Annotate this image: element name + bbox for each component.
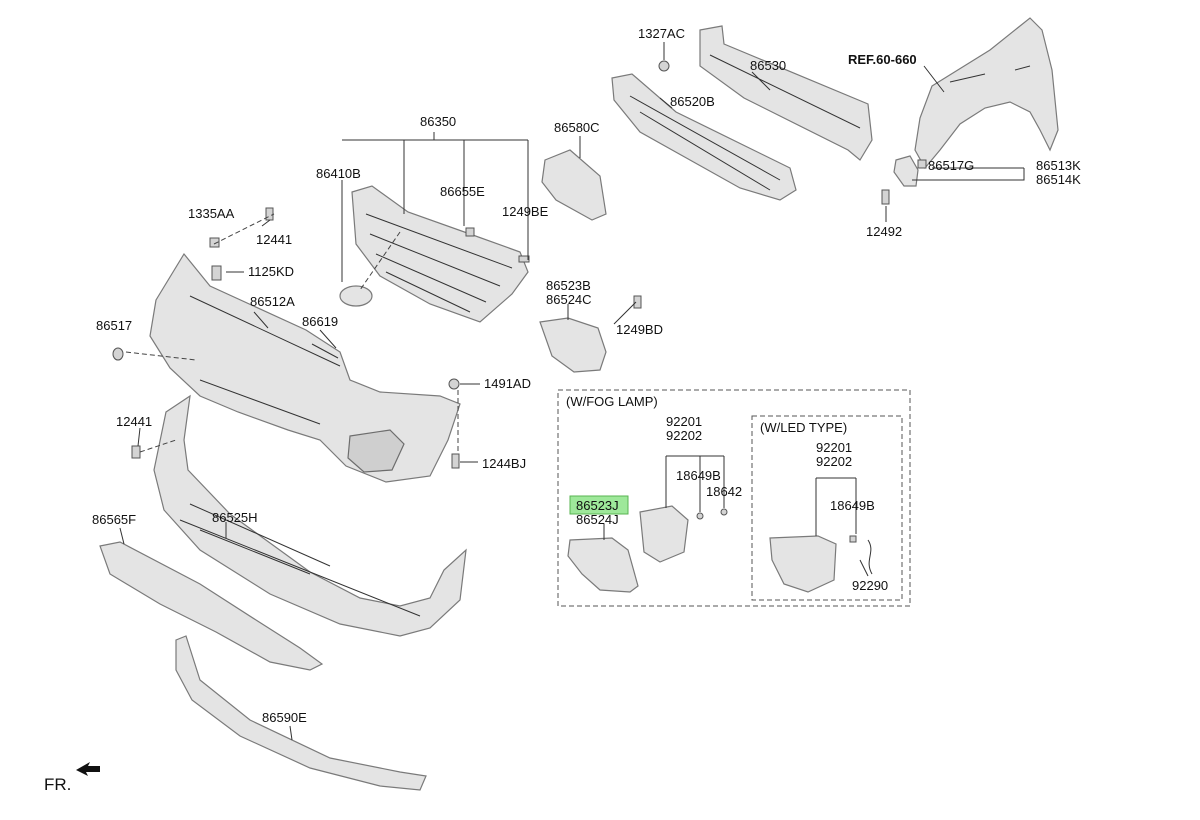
label-1244BJ: 1244BJ	[482, 456, 526, 471]
fascia-edge	[189, 295, 341, 425]
label-w-led-type: (W/LED TYPE)	[760, 420, 847, 435]
label-1491AD: 1491AD	[484, 376, 531, 391]
front-arrow-icon	[76, 762, 100, 776]
label-86580C: 86580C	[554, 120, 600, 135]
absorber-ribs	[629, 95, 781, 191]
plug-86517[interactable]	[112, 347, 124, 361]
label-1125KD: 1125KD	[248, 264, 294, 279]
screw-12441-a[interactable]	[265, 207, 274, 221]
emblem[interactable]	[339, 285, 373, 307]
clip-86517G[interactable]	[917, 159, 927, 169]
fender-detail	[949, 65, 1031, 83]
fog-cover-upper[interactable]	[539, 317, 607, 373]
label-fog-18649B: 18649B	[676, 468, 721, 483]
label-86619: 86619	[302, 314, 338, 329]
nut-1327AC[interactable]	[658, 60, 670, 72]
label-w-fog-lamp: (W/FOG LAMP)	[566, 394, 658, 409]
screw-1249BD[interactable]	[633, 295, 642, 309]
highlight-86523J	[569, 495, 629, 515]
label-86514K: 86514K	[1036, 172, 1081, 187]
label-86524C: 86524C	[546, 292, 592, 307]
led-type-box	[751, 415, 903, 601]
grille-bracket[interactable]	[541, 149, 607, 221]
label-12492: 12492	[866, 224, 902, 239]
lower-grid	[179, 503, 421, 617]
label-1249BE: 1249BE	[502, 204, 549, 219]
bumper-fascia-upper[interactable]	[149, 252, 461, 483]
dash-lines	[125, 213, 459, 454]
label-86530: 86530	[750, 58, 786, 73]
screw-1244BJ[interactable]	[451, 453, 460, 469]
socket-led-18649B[interactable]	[849, 535, 857, 543]
label-86525H: 86525H	[212, 510, 258, 525]
label-1335AA: 1335AA	[188, 206, 235, 221]
label-86523B: 86523B	[546, 278, 591, 293]
leaders-left	[119, 219, 480, 741]
label-led-18649B: 18649B	[830, 498, 875, 513]
fog-lamp-unit[interactable]	[639, 505, 689, 563]
screw-1249BE[interactable]	[518, 255, 530, 263]
clip-86655E[interactable]	[465, 227, 475, 237]
fender-bracket-86513K[interactable]	[893, 155, 919, 187]
label-led-92202: 92202	[816, 454, 852, 469]
label-86565F: 86565F	[92, 512, 136, 527]
bumper-beam[interactable]	[699, 25, 873, 161]
front-fender[interactable]	[914, 17, 1059, 170]
led-fog-lamp[interactable]	[769, 535, 837, 593]
label-fog-18642: 18642	[706, 484, 742, 499]
label-86655E: 86655E	[440, 184, 485, 199]
label-1249BD: 1249BD	[616, 322, 663, 337]
wire-92290[interactable]	[867, 539, 873, 575]
label-1327AC: 1327AC	[638, 26, 685, 41]
label-86590E: 86590E	[262, 710, 307, 725]
leaders-top	[341, 42, 1025, 325]
label-12441-mid: 12441	[116, 414, 152, 429]
fog-lamp-box	[557, 389, 911, 607]
socket-18649B[interactable]	[696, 512, 704, 520]
label-ref: REF.60-660	[848, 52, 917, 67]
bolt-1125KD[interactable]	[211, 265, 222, 281]
screw-12492[interactable]	[881, 189, 890, 205]
label-86410B: 86410B	[316, 166, 361, 181]
label-86512A: 86512A	[250, 294, 295, 309]
label-86523J[interactable]: 86523J	[576, 498, 619, 513]
beam-edge	[709, 54, 861, 129]
label-led-92290: 92290	[852, 578, 888, 593]
label-86517G: 86517G	[928, 158, 974, 173]
trim-strip[interactable]	[311, 343, 339, 359]
screw-12441-b[interactable]	[131, 445, 141, 459]
label-fog-92201: 92201	[666, 414, 702, 429]
bulb-18642[interactable]	[720, 508, 728, 516]
fog-leaders	[603, 455, 725, 540]
label-86517: 86517	[96, 318, 132, 333]
skid-plate[interactable]	[99, 541, 324, 671]
label-fog-92202: 92202	[666, 428, 702, 443]
label-86520B: 86520B	[670, 94, 715, 109]
grille-bars	[365, 213, 513, 313]
label-86524J: 86524J	[576, 512, 619, 527]
radiator-grille[interactable]	[351, 185, 529, 323]
led-leaders	[815, 477, 869, 577]
fog-cover-lower[interactable]	[567, 537, 639, 593]
clip-1335AA[interactable]	[209, 237, 220, 248]
clip-1491AD[interactable]	[448, 378, 460, 390]
front-lip[interactable]	[175, 635, 427, 791]
fascia-fog-hole	[347, 429, 405, 473]
label-12441-top: 12441	[256, 232, 292, 247]
label-led-92201: 92201	[816, 440, 852, 455]
label-86350: 86350	[420, 114, 456, 129]
label-fr: FR.	[44, 775, 71, 794]
label-86513K: 86513K	[1036, 158, 1081, 173]
